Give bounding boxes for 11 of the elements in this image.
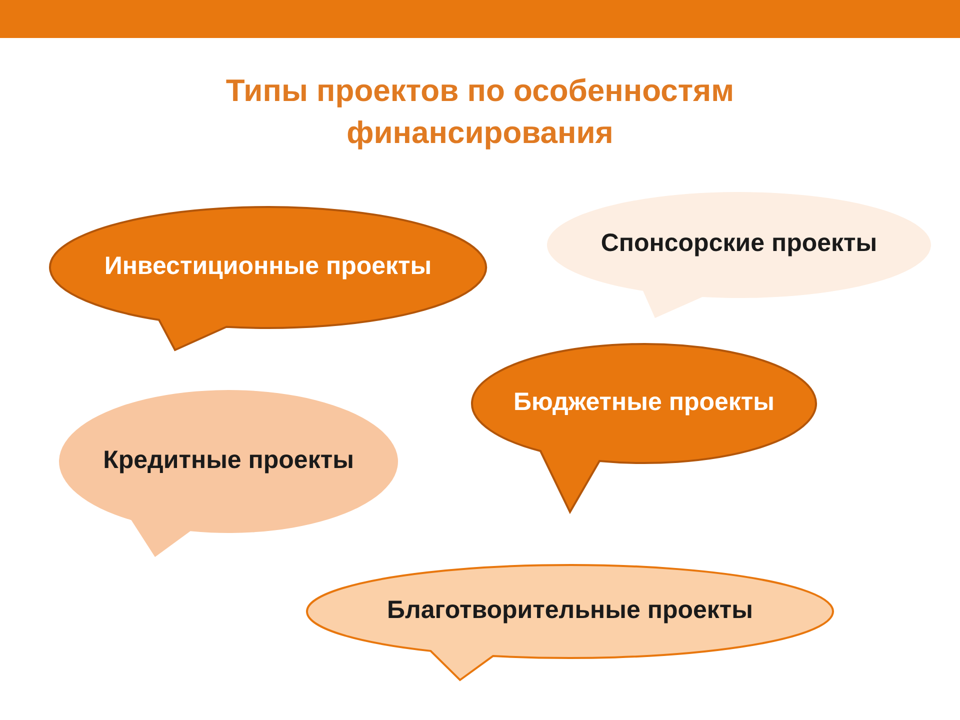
bubble-text: Инвестиционные проекты (104, 250, 432, 282)
slide-title: Типы проектов по особенностям финансирования (224, 72, 736, 152)
bubble-text: Спонсорские проекты (600, 228, 878, 259)
bubble-text: Благотворительные проекты (386, 594, 754, 626)
speech-bubble (470, 342, 818, 512)
speech-bubble (57, 388, 400, 557)
speech-bubble (305, 563, 835, 680)
bubble-text: Кредитные проекты (103, 444, 354, 476)
speech-bubble (545, 190, 933, 318)
bubble-text: Бюджетные проекты (513, 386, 775, 418)
speech-bubble (48, 205, 488, 350)
